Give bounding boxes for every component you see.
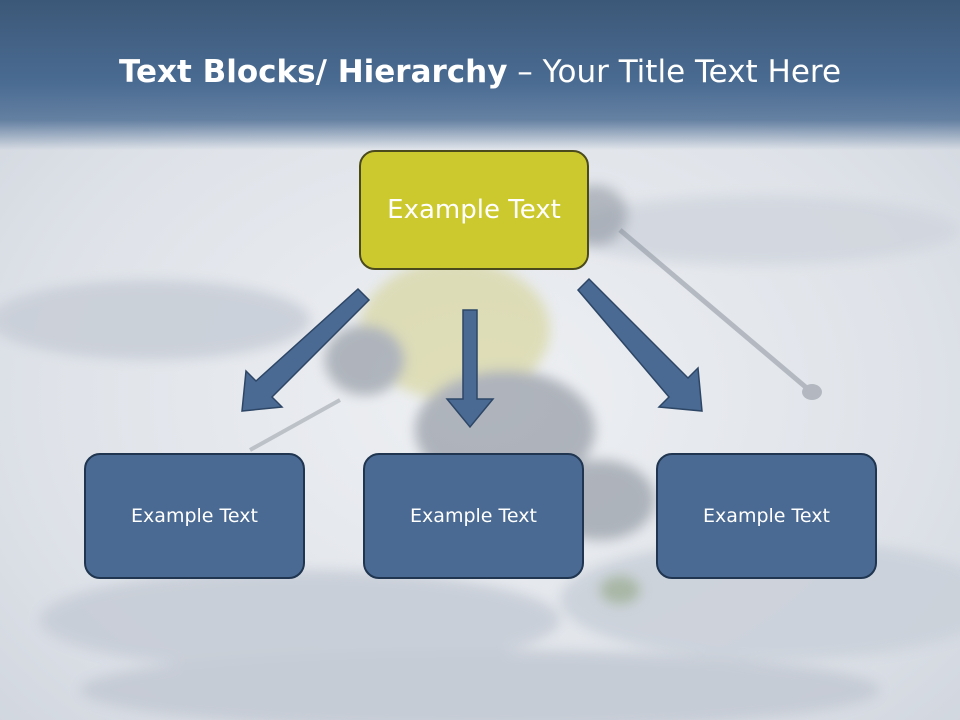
child-text-label: Example Text: [131, 505, 258, 527]
slide-title: Text Blocks/ Hierarchy – Your Title Text…: [0, 54, 960, 90]
title-bold-part: Text Blocks/ Hierarchy: [118, 54, 508, 90]
child-text-block-2[interactable]: Example Text: [363, 453, 584, 579]
child-text-label: Example Text: [410, 505, 537, 527]
arrow-center: [445, 309, 495, 429]
title-rest: Your Title Text Here: [542, 54, 842, 90]
title-bar: [0, 0, 960, 150]
child-text-block-3[interactable]: Example Text: [656, 453, 877, 579]
root-text-block[interactable]: Example Text: [359, 150, 589, 270]
child-text-label: Example Text: [703, 505, 830, 527]
title-separator: –: [507, 54, 543, 90]
child-text-block-1[interactable]: Example Text: [84, 453, 305, 579]
arrow-left: [241, 287, 371, 412]
arrow-right: [576, 277, 703, 412]
root-text-label: Example Text: [387, 195, 561, 225]
